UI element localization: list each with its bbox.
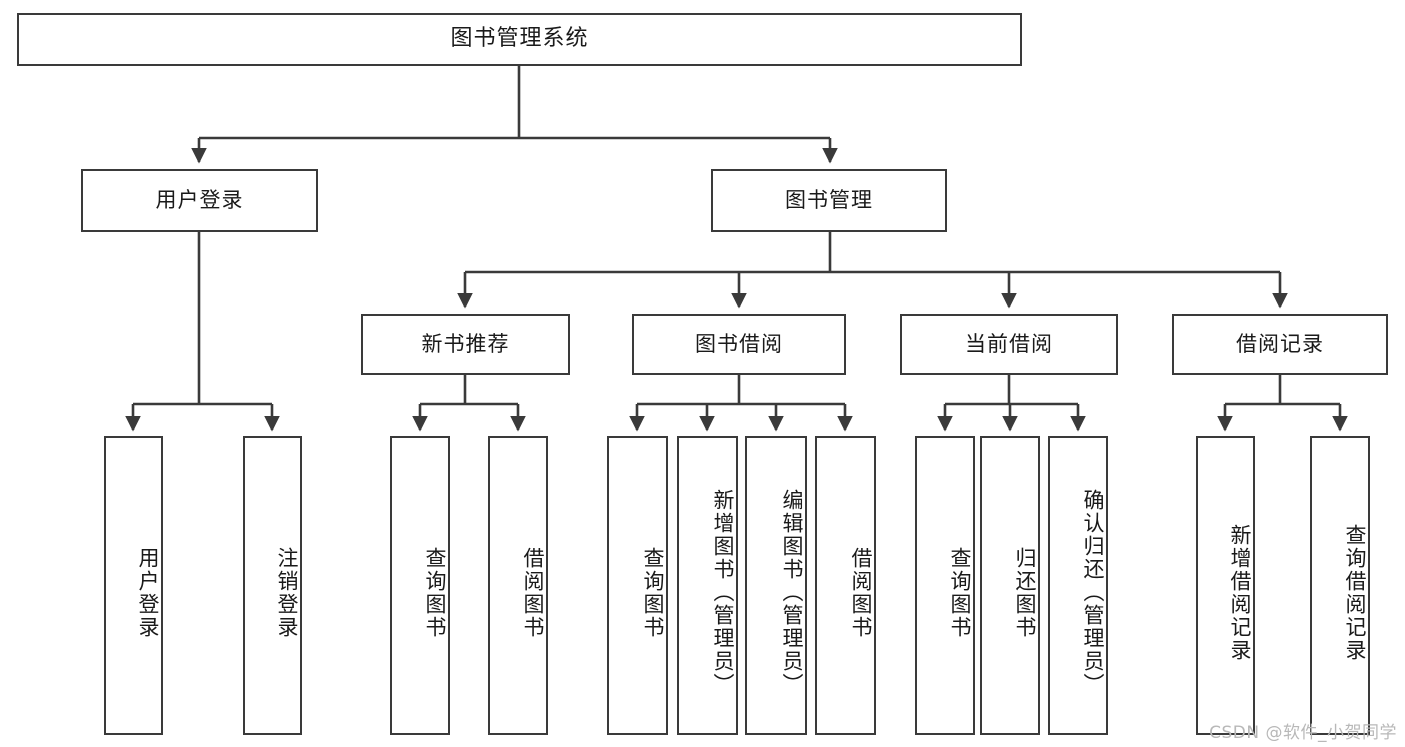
node-label: 用户登录 bbox=[136, 546, 160, 639]
leaf-borrow-query-book[interactable]: 查询图书 bbox=[607, 436, 668, 735]
leaf-borrow-edit-book-admin[interactable]: 编辑图书（管理员） bbox=[745, 436, 807, 735]
node-label: 新增图书（管理员） bbox=[711, 489, 735, 696]
node-label: 图书借阅 bbox=[695, 331, 783, 356]
node-label: 借阅记录 bbox=[1236, 331, 1324, 356]
leaf-borrow-borrow-book[interactable]: 借阅图书 bbox=[815, 436, 876, 735]
leaf-current-return-book[interactable]: 归还图书 bbox=[980, 436, 1040, 735]
leaf-newbook-query-book[interactable]: 查询图书 bbox=[390, 436, 450, 735]
node-label: 用户登录 bbox=[155, 187, 244, 212]
node-book-management[interactable]: 图书管理 bbox=[711, 169, 947, 232]
leaf-user-login[interactable]: 用户登录 bbox=[104, 436, 163, 735]
node-label: 注销登录 bbox=[275, 546, 299, 639]
node-label: 当前借阅 bbox=[965, 331, 1053, 356]
leaf-record-query-record[interactable]: 查询借阅记录 bbox=[1310, 436, 1370, 735]
node-label: 借阅图书 bbox=[849, 546, 873, 639]
node-label: 确认归还（管理员） bbox=[1081, 489, 1105, 696]
node-label: 借阅图书 bbox=[521, 546, 545, 639]
node-borrow-record[interactable]: 借阅记录 bbox=[1172, 314, 1388, 375]
node-label: 查询图书 bbox=[948, 546, 972, 639]
node-label: 图书管理系统 bbox=[450, 26, 589, 52]
node-book-borrow[interactable]: 图书借阅 bbox=[632, 314, 846, 375]
leaf-current-confirm-return-admin[interactable]: 确认归还（管理员） bbox=[1048, 436, 1108, 735]
leaf-newbook-borrow-book[interactable]: 借阅图书 bbox=[488, 436, 548, 735]
leaf-record-add-record[interactable]: 新增借阅记录 bbox=[1196, 436, 1255, 735]
node-label: 新增借阅记录 bbox=[1228, 523, 1252, 662]
leaf-user-logout[interactable]: 注销登录 bbox=[243, 436, 302, 735]
csdn-watermark: CSDN @软件_小贺同学 bbox=[1209, 723, 1397, 743]
node-label: 查询图书 bbox=[423, 546, 447, 639]
leaf-borrow-add-book-admin[interactable]: 新增图书（管理员） bbox=[677, 436, 738, 735]
node-root-system[interactable]: 图书管理系统 bbox=[17, 13, 1022, 66]
leaf-current-query-book[interactable]: 查询图书 bbox=[915, 436, 975, 735]
node-label: 归还图书 bbox=[1013, 546, 1037, 639]
node-new-book-recommend[interactable]: 新书推荐 bbox=[361, 314, 570, 375]
node-label: 新书推荐 bbox=[421, 331, 510, 356]
node-label: 编辑图书（管理员） bbox=[780, 489, 804, 696]
node-current-borrow[interactable]: 当前借阅 bbox=[900, 314, 1118, 375]
node-label: 查询图书 bbox=[641, 546, 665, 639]
node-label: 查询借阅记录 bbox=[1343, 523, 1367, 662]
node-user-login[interactable]: 用户登录 bbox=[81, 169, 318, 232]
node-label: 图书管理 bbox=[785, 187, 873, 212]
